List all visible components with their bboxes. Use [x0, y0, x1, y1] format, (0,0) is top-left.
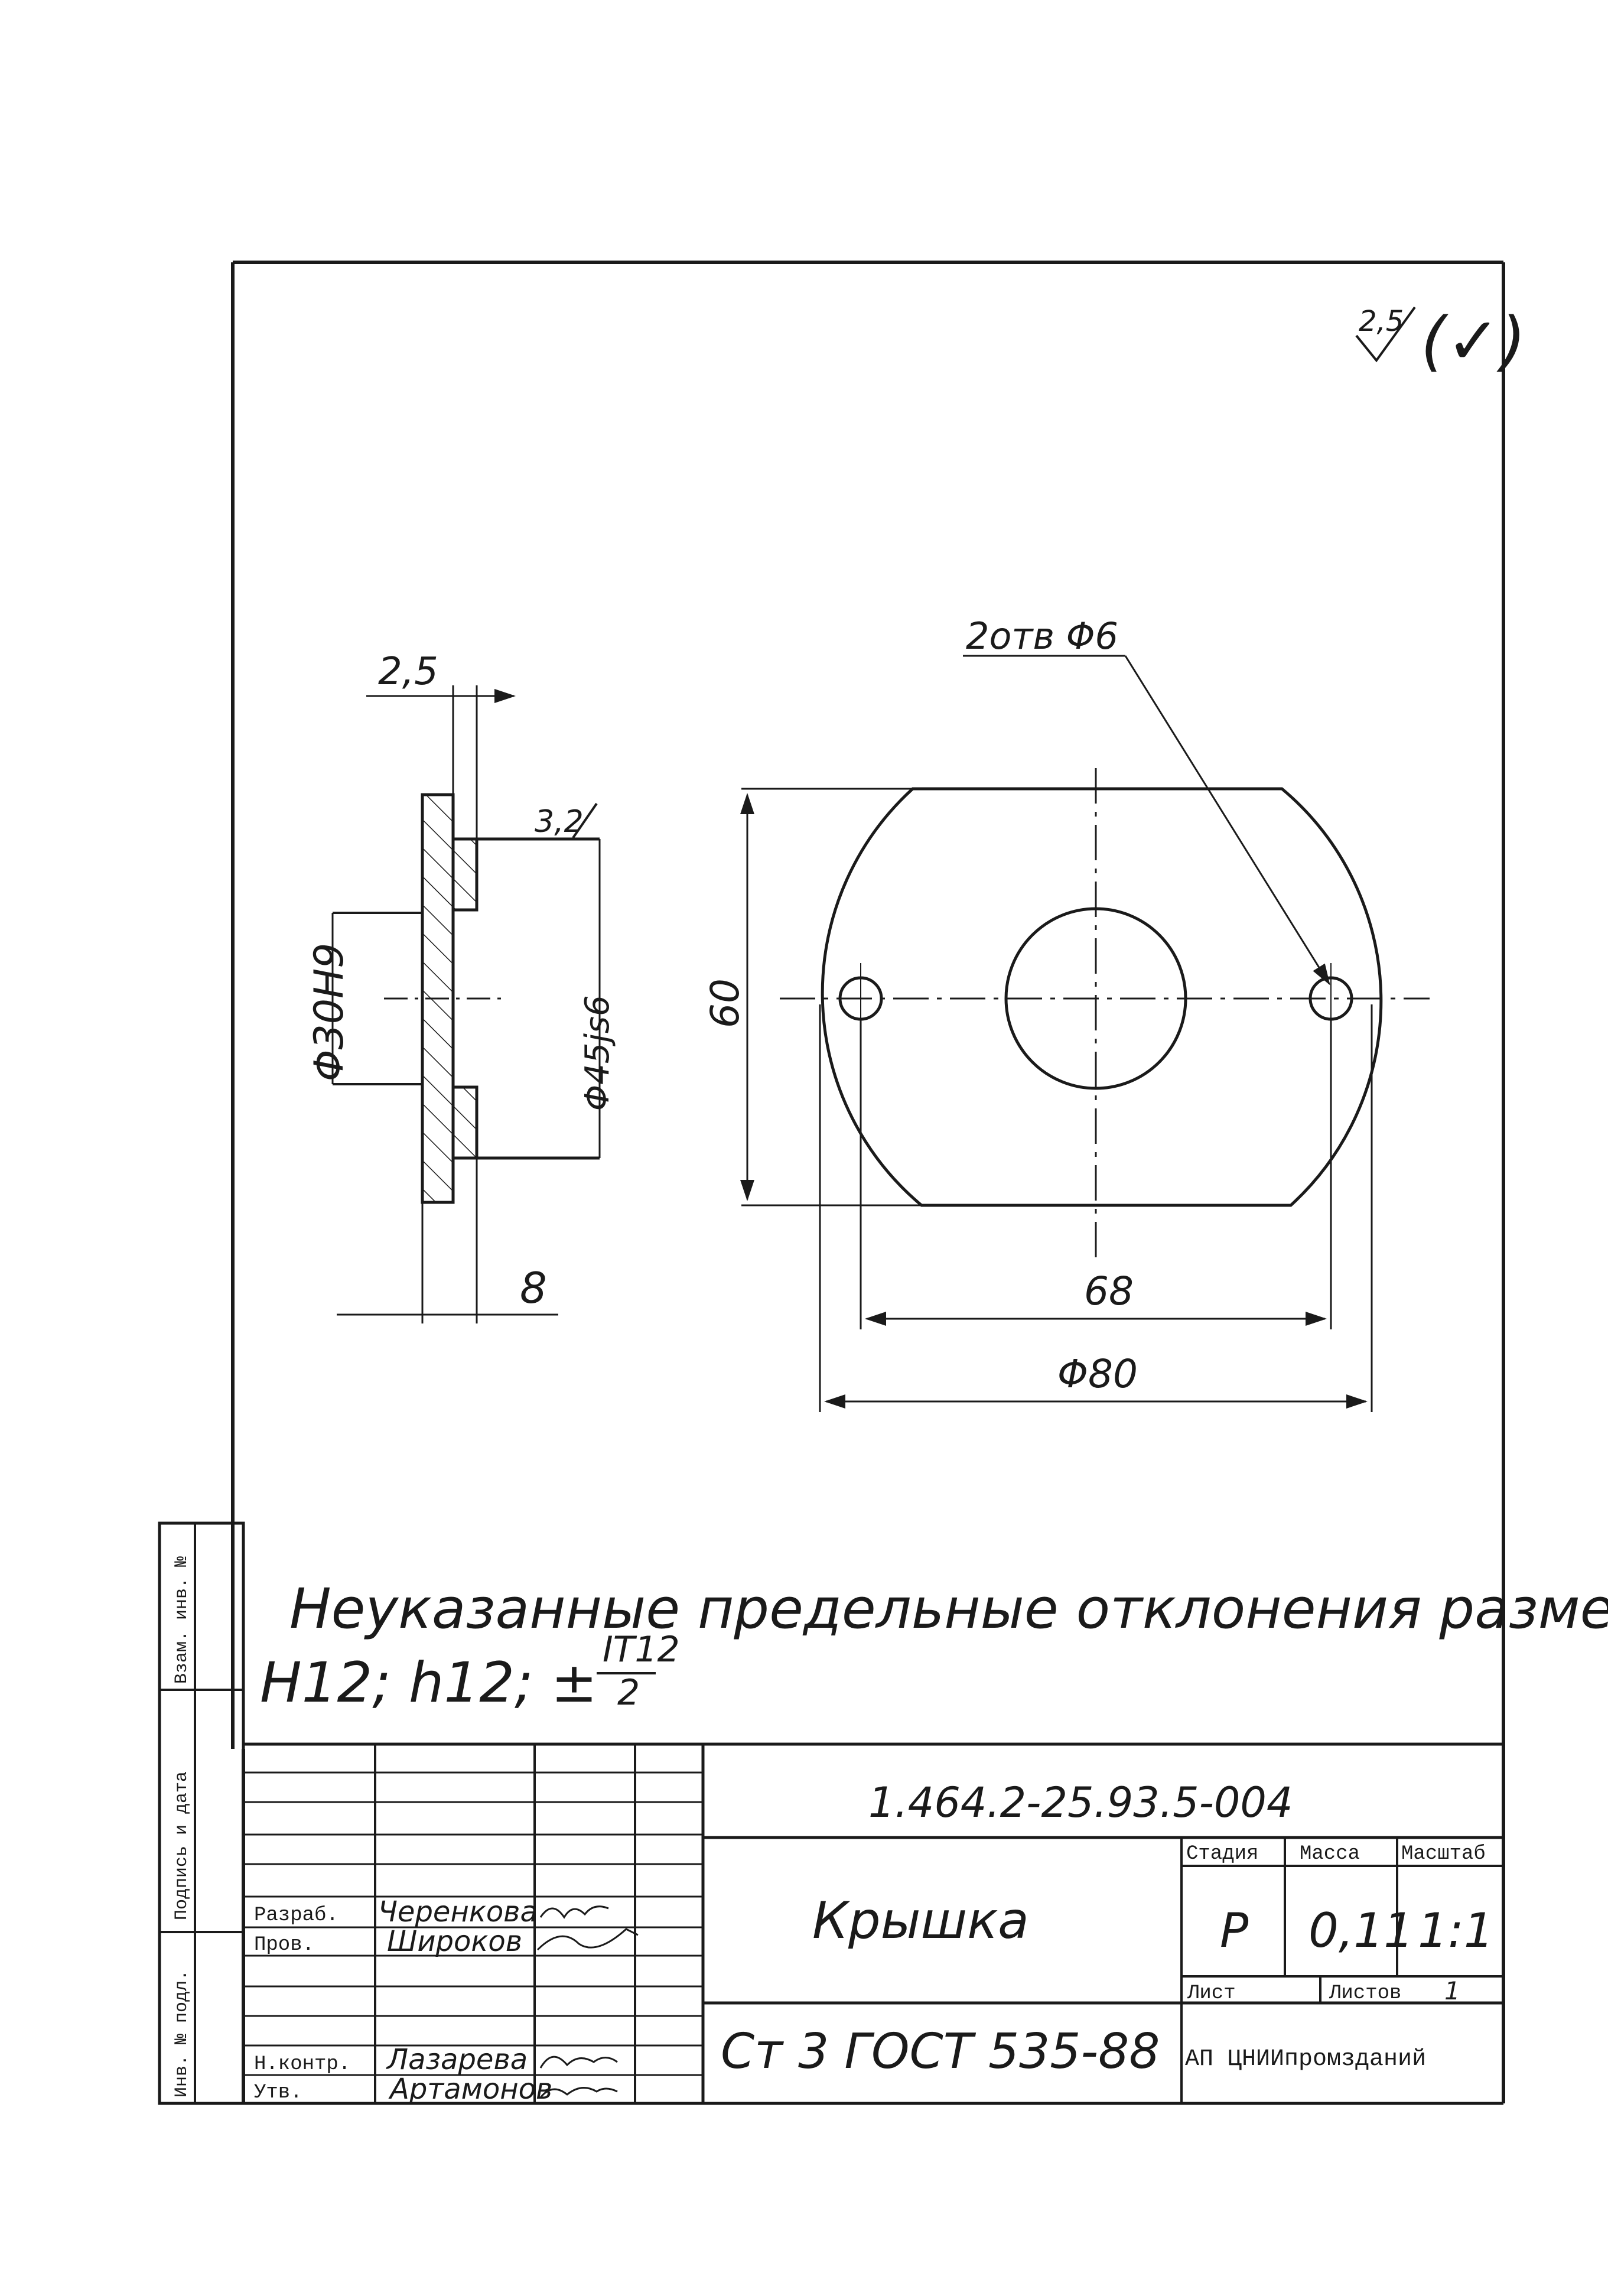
svg-text:Разраб.: Разраб.	[254, 1904, 338, 1927]
svg-text:Взам. инв. №: Взам. инв. №	[172, 1556, 192, 1684]
svg-text:Крышка: Крышка	[812, 1891, 1029, 1950]
svg-text:Φ30H9: Φ30H9	[306, 943, 353, 1081]
svg-text:Р: Р	[1220, 1903, 1249, 1958]
svg-text:IT12: IT12	[603, 1629, 680, 1670]
svg-text:Лазарева: Лазарева	[386, 2043, 528, 2076]
svg-text:0,11: 0,11	[1308, 1903, 1414, 1958]
svg-text:Артамонов: Артамонов	[388, 2073, 552, 2106]
svg-text:Инв. № подл.: Инв. № подл.	[172, 1970, 192, 2097]
title-block: Разраб. Черенкова Пров. Широков Н.контр.…	[243, 1742, 1503, 2106]
sheet-frame	[160, 261, 1505, 2105]
part-outline	[821, 787, 1383, 1207]
svg-text:Стадия: Стадия	[1186, 1843, 1258, 1865]
svg-text:Лист: Лист	[1187, 1982, 1236, 2005]
svg-text:Н.контр.: Н.контр.	[254, 2053, 350, 2076]
svg-text:2отв Φ6: 2отв Φ6	[966, 614, 1118, 658]
svg-text:60: 60	[702, 978, 748, 1028]
svg-text:Ст 3 ГОСТ 535-88: Ст 3 ГОСТ 535-88	[721, 2024, 1160, 2080]
svg-text:1: 1	[1444, 1976, 1460, 2005]
svg-text:Неуказанные предельные отклоне: Неуказанные предельные отклонения размер…	[289, 1577, 1608, 1641]
svg-text:Пров.: Пров.	[254, 1934, 314, 1956]
svg-text:АП ЦНИИпромзданий: АП ЦНИИпромзданий	[1185, 2046, 1426, 2073]
svg-text:Утв.: Утв.	[254, 2082, 302, 2104]
svg-text:2: 2	[617, 1672, 640, 1713]
svg-text:2,5: 2,5	[378, 650, 438, 694]
svg-text:Φ80: Φ80	[1057, 1351, 1138, 1397]
svg-text:Листов: Листов	[1329, 1982, 1401, 2005]
svg-text:H12; h12; ±: H12; h12; ±	[260, 1651, 597, 1715]
svg-text:Черенкова: Черенкова	[378, 1895, 538, 1928]
tolerance-notes: Неуказанные предельные отклонения размер…	[260, 1577, 1608, 1715]
svg-text:(✓): (✓)	[1421, 303, 1526, 379]
svg-text:Подпись и дата: Подпись и дата	[172, 1771, 192, 1920]
section-view: 2,5 3,2 Φ30H9 Φ45js6 8	[306, 650, 617, 1323]
spigot-section-top	[451, 837, 479, 912]
svg-text:68: 68	[1084, 1269, 1134, 1314]
roughness-mark: 2,5 (✓)	[1355, 303, 1526, 379]
svg-text:1:1: 1:1	[1418, 1903, 1494, 1958]
spigot-section-bottom	[451, 1085, 479, 1160]
svg-text:1.464.2-25.93.5-004: 1.464.2-25.93.5-004	[868, 1778, 1293, 1827]
svg-text:Масса: Масса	[1300, 1843, 1360, 1865]
svg-text:8: 8	[520, 1263, 547, 1313]
front-view: 2отв Φ6 60 68 Φ80	[702, 614, 1430, 1412]
side-stamp: Взам. инв. № Подпись и дата Инв. № подл.	[158, 1521, 245, 2105]
svg-text:Широков: Широков	[387, 1925, 522, 1958]
svg-text:Φ45js6: Φ45js6	[578, 995, 617, 1111]
svg-text:Масштаб: Масштаб	[1401, 1843, 1486, 1865]
